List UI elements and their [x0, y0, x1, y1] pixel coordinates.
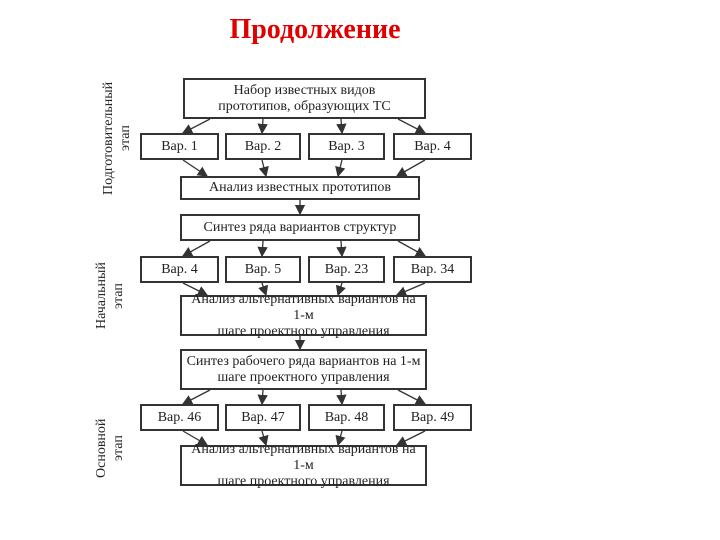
variant-box: Вар. 5	[225, 256, 301, 283]
variant-box: Вар. 46	[140, 404, 219, 431]
page-title: Продолжение	[229, 14, 401, 45]
box-analysis-known-prototypes: Анализ известных прототипов	[180, 176, 420, 200]
variant-box: Вар. 4	[393, 133, 472, 160]
box-known-prototypes: Набор известных видов прототипов, образу…	[183, 78, 426, 119]
variant-box: Вар. 48	[308, 404, 385, 431]
box-analysis-alternatives-final: Анализ альтернативных вариантов на 1-м ш…	[180, 442, 427, 489]
variant-box: Вар. 47	[225, 404, 301, 431]
variant-box: Вар. 34	[393, 256, 472, 283]
variant-box: Вар. 2	[225, 133, 301, 160]
variant-box: Вар. 4	[140, 256, 219, 283]
variant-box: Вар. 49	[393, 404, 472, 431]
variant-box: Вар. 3	[308, 133, 385, 160]
box-synthesis-working-series: Синтез рабочего ряда вариантов на 1-м ша…	[180, 349, 427, 390]
box-analysis-alternatives: Анализ альтернативных вариантов на 1-м ш…	[180, 292, 427, 339]
box-synthesis-structures: Синтез ряда вариантов структур	[180, 214, 420, 241]
variant-box: Вар. 23	[308, 256, 385, 283]
variant-box: Вар. 1	[140, 133, 219, 160]
